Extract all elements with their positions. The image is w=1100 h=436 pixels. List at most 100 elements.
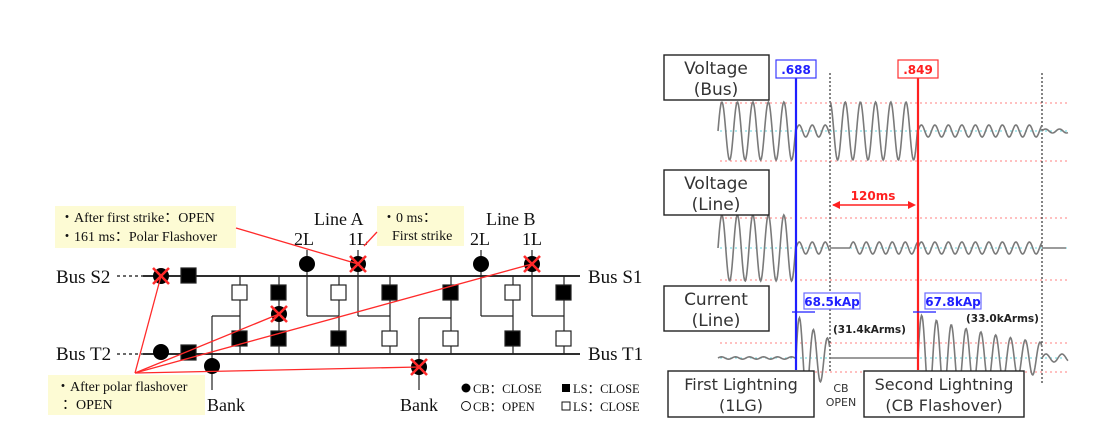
- line-b-2l-label: 2L: [470, 229, 490, 249]
- panel-label-voltage-line: Voltage (Line): [663, 169, 770, 216]
- voltage-line-trace: [849, 241, 919, 255]
- bank-right-label: Bank: [400, 395, 438, 415]
- legend-ls-close-filled: LS：CLOSE: [573, 382, 640, 396]
- bus-t2-label: Bus T2: [56, 344, 111, 365]
- legend-ls-open-icon: [561, 401, 571, 411]
- note-zero-ms: ・0 ms： First strike: [377, 206, 464, 246]
- ls-closed-icon: [231, 330, 248, 347]
- interval-arrow: 120ms: [832, 189, 916, 209]
- ls-closed-icon: [442, 284, 459, 301]
- second-peak-value: 67.8kAp: [925, 295, 981, 309]
- panel-label-voltage-bus: Voltage (Bus): [663, 54, 770, 101]
- note-line: ・After first strike：OPEN: [60, 211, 215, 226]
- bus-s1-label: Bus S1: [588, 267, 642, 288]
- fault-x-icon: [410, 358, 428, 376]
- note-polar-flashover-open: ・After polar flashover ：OPEN: [48, 375, 205, 415]
- fault-x-icon: [270, 305, 288, 323]
- marker-second-value: .849: [903, 63, 933, 77]
- note-line: ・161 ms：Polar Flashover: [60, 230, 217, 245]
- ls-open-icon: [555, 330, 572, 347]
- bank-left-label: Bank: [207, 395, 245, 415]
- first-peak-value: 68.5kAp: [804, 295, 860, 309]
- panel-label-line: Voltage: [684, 59, 748, 79]
- voltage-bus-trace: [1041, 128, 1069, 134]
- legend-cb-close: CB：CLOSE: [473, 382, 542, 396]
- current-line-trace: [917, 313, 1043, 400]
- line-a-2l-label: 2L: [294, 229, 314, 249]
- event-label-line: (CB Flashover): [885, 396, 1002, 415]
- annotation-leaders: [134, 227, 533, 374]
- fault-x-icon: [523, 255, 541, 273]
- note-line: ・After polar flashover: [56, 380, 188, 395]
- event-first-lightning: First Lightning (1LG): [667, 370, 815, 418]
- fault-x-icon: [349, 255, 367, 273]
- voltage-line-trace: [795, 241, 831, 255]
- bus-t1-label: Bus T1: [588, 344, 643, 365]
- panel-label-current-line: Current (Line): [663, 285, 770, 332]
- note-line: First strike: [392, 229, 452, 244]
- ls-closed-icon: [270, 284, 287, 301]
- event-label-line: Second Lightning: [875, 375, 1014, 394]
- fault-x-icon: [152, 267, 170, 285]
- ls-open-icon: [231, 284, 248, 301]
- event-label-line: CB: [833, 382, 848, 395]
- substation-diagram: ・After first strike：OPEN ・161 ms：Polar F…: [48, 206, 643, 415]
- event-label-line: (1LG): [719, 396, 763, 415]
- event-label-line: OPEN: [826, 396, 856, 409]
- event-second-lightning: Second Lightning (CB Flashover): [863, 370, 1025, 418]
- line-b-label: Line B: [486, 209, 536, 229]
- ls-closed-icon: [555, 284, 572, 301]
- ls-closed-icon: [180, 344, 197, 361]
- note-background: [55, 206, 236, 248]
- interval-label: 120ms: [851, 189, 896, 203]
- time-gridlines: [829, 73, 1043, 384]
- second-peak-label: 67.8kAp: [913, 292, 982, 313]
- note-background: [48, 375, 205, 415]
- legend-ls-closed-icon: [562, 384, 570, 392]
- panel-label-line: Current: [684, 290, 748, 310]
- panel-label-line: (Bus): [694, 80, 739, 100]
- ls-closed-icon: [504, 330, 521, 347]
- line-b-1l-label: 1L: [522, 229, 542, 249]
- marker-first-label: .688: [775, 59, 817, 79]
- bus-s2-label: Bus S2: [56, 267, 110, 288]
- note-first-strike-open: ・After first strike：OPEN ・161 ms：Polar F…: [55, 206, 236, 248]
- ls-closed-icon: [180, 267, 197, 284]
- panel-label-line: (Line): [692, 311, 741, 331]
- event-cb-open: CB OPEN: [826, 382, 856, 409]
- voltage-bus-trace: [829, 100, 919, 162]
- second-rms-value: (33.0kArms): [966, 313, 1039, 325]
- event-label-line: First Lightning: [684, 375, 798, 394]
- legend-cb-open: CB：OPEN: [473, 400, 535, 414]
- ls-open-icon: [330, 284, 347, 301]
- cb-line-a-2l-icon: [299, 256, 315, 272]
- voltage-line-trace: [717, 213, 797, 283]
- marker-first-value: .688: [781, 63, 811, 77]
- legend-ls-close-hollow: LS：CLOSE: [573, 400, 640, 414]
- ls-closed-icon: [330, 330, 347, 347]
- legend-cb-open-icon: [461, 401, 471, 411]
- panel-label-line: Voltage: [684, 174, 748, 194]
- ls-open-icon: [381, 330, 398, 347]
- first-peak-label: 68.5kAp: [792, 292, 861, 313]
- marker-second-label: .849: [897, 59, 939, 79]
- legend: CB：CLOSE CB：OPEN LS：CLOSE LS：CLOSE: [461, 382, 640, 414]
- voltage-line-trace: [917, 241, 1043, 255]
- traces: [717, 100, 1069, 400]
- note-background: [377, 206, 464, 246]
- voltage-bus-trace: [917, 124, 1043, 138]
- ls-open-icon: [442, 330, 459, 347]
- line-a-1l-label: 1L: [348, 229, 368, 249]
- ls-open-icon: [504, 284, 521, 301]
- panel-label-line: (Line): [692, 195, 741, 215]
- cb-line-b-2l-icon: [473, 256, 489, 272]
- current-line-trace: [717, 355, 797, 361]
- ls-closed-icon: [381, 284, 398, 301]
- voltage-bus-trace: [717, 100, 797, 162]
- first-rms-value: (31.4kArms): [833, 324, 906, 336]
- note-line: ：OPEN: [62, 398, 113, 413]
- current-line-trace: [795, 315, 831, 394]
- cb-bank-left-icon: [204, 358, 220, 374]
- voltage-bus-trace: [795, 124, 831, 138]
